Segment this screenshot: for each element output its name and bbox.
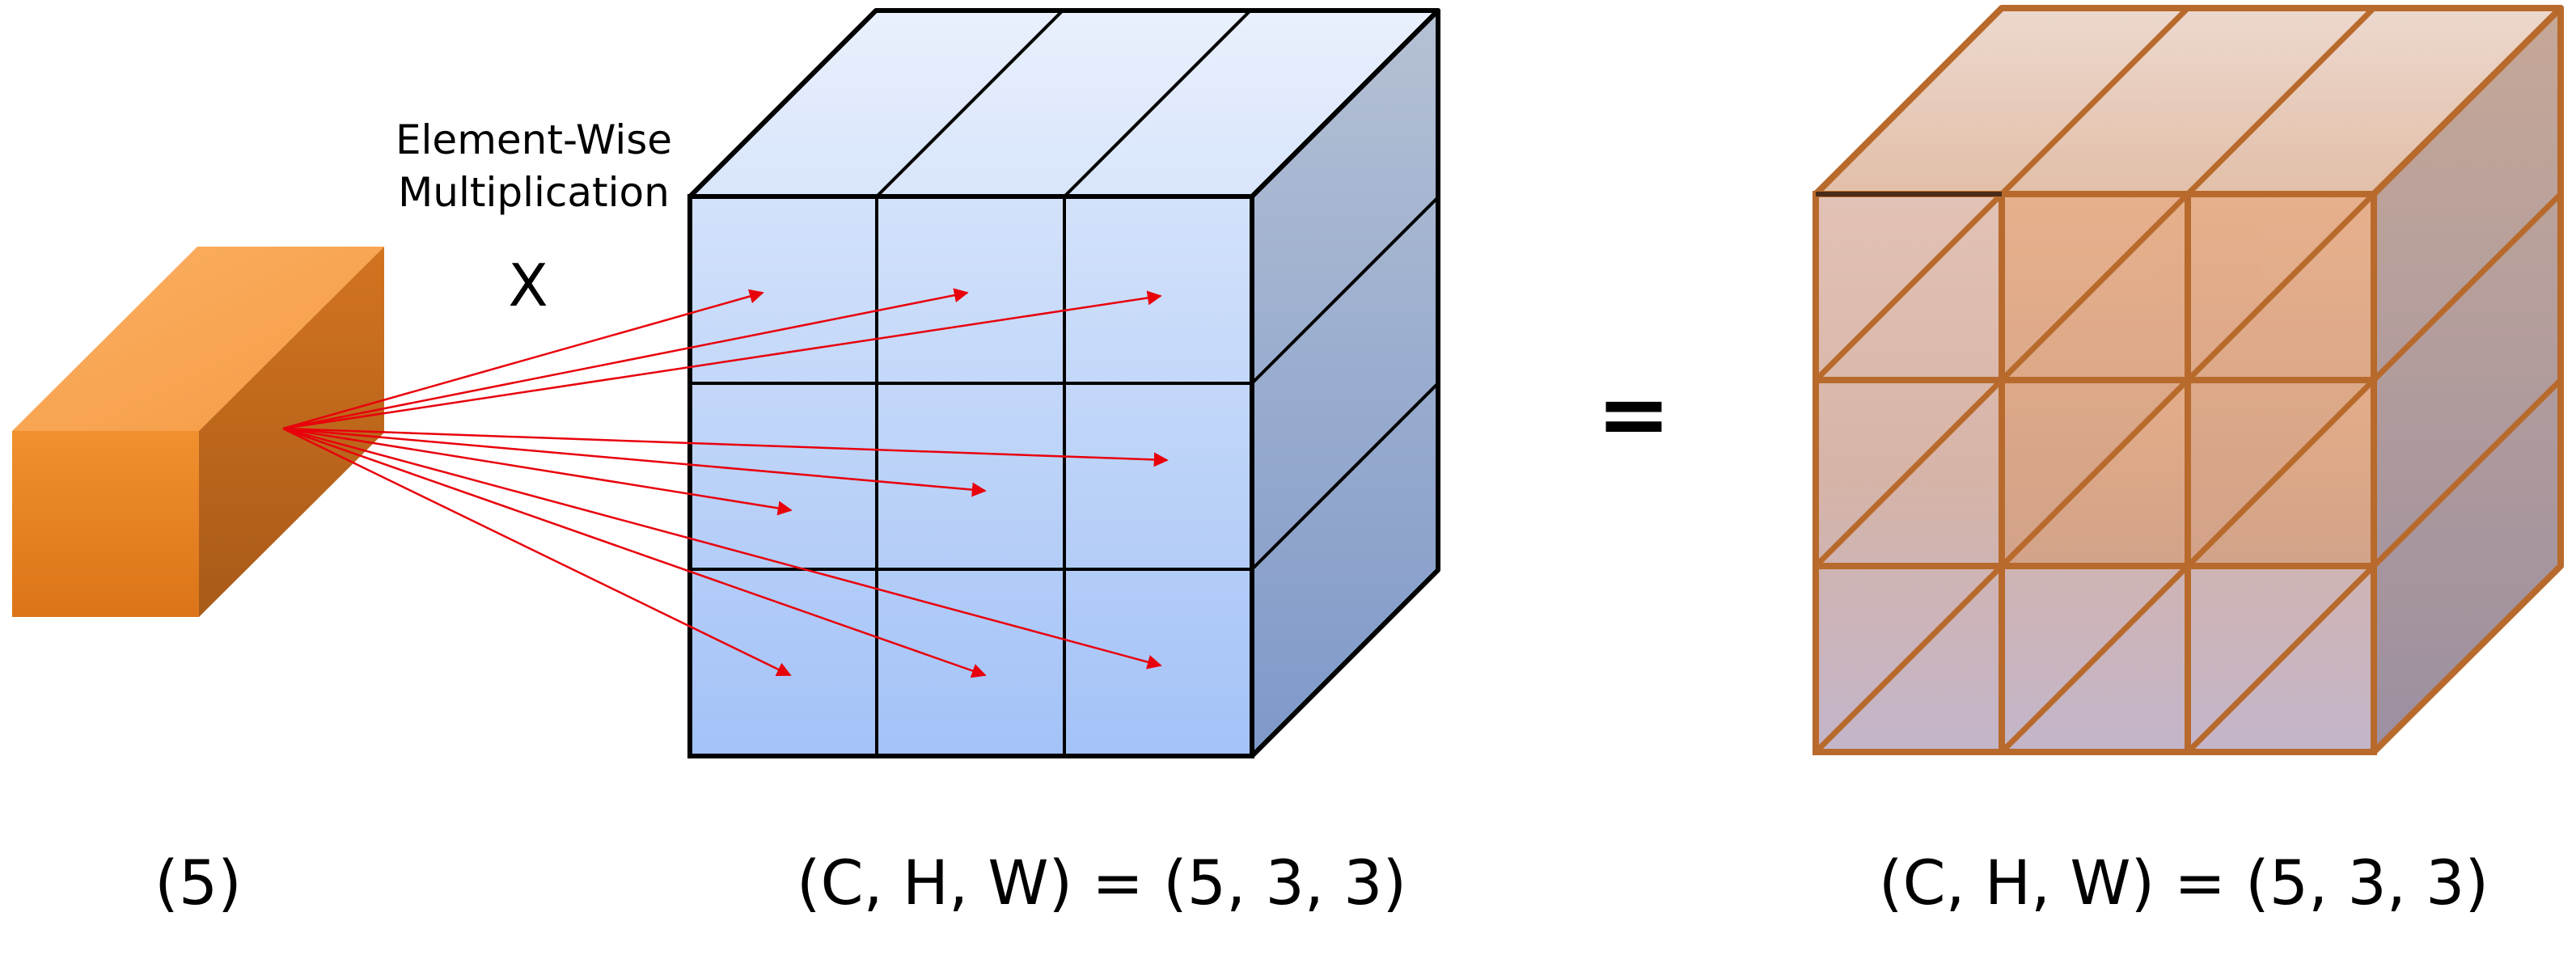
input-cube-front (690, 196, 1252, 756)
equals-sign: = (1597, 362, 1671, 466)
arrow (282, 427, 1169, 467)
input-cube-grid (690, 9, 1440, 756)
arrow (282, 288, 969, 430)
input-tensor-cube (687, 8, 1440, 758)
arrow (282, 427, 793, 516)
multiplication-arrows (282, 288, 1169, 678)
arrow (282, 427, 792, 677)
output-tensor-cube (1813, 5, 2564, 755)
operation-label-line1: Element-Wise (395, 116, 672, 163)
vector-block-front (12, 431, 199, 617)
vector-block-top (12, 247, 384, 431)
output-tensor-shape-label: (C, H, W) = (5, 3, 3) (1879, 847, 2489, 919)
input-tensor-shape-label: (C, H, W) = (5, 3, 3) (797, 847, 1406, 919)
arrow (282, 427, 987, 678)
arrow (282, 290, 1162, 430)
output-cube-grid (1816, 194, 2374, 752)
operation-label-line2: Multiplication (398, 169, 670, 216)
arrow (282, 289, 764, 430)
multiply-operator: X (508, 251, 548, 319)
vector-shape-label: (5) (154, 847, 242, 919)
arrow (282, 427, 1162, 670)
arrow (282, 427, 987, 497)
